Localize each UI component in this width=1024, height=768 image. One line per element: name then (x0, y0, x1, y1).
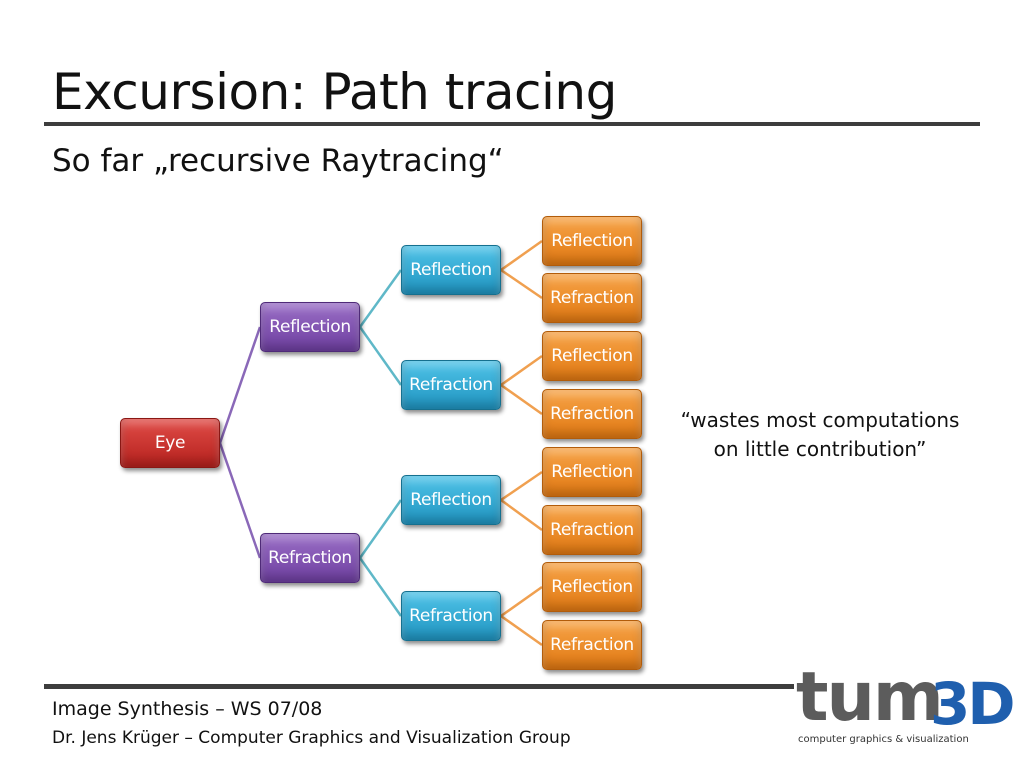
node-l3-refraction-3: Refraction (542, 505, 642, 555)
connector-eye-reflection (218, 326, 262, 444)
connector-eye-refraction (218, 442, 262, 559)
connector-l2a-l3a (500, 239, 543, 272)
connector-l2a-l3b (500, 268, 543, 300)
connector-l1a-l2a (358, 269, 403, 328)
connector-l2b-l3c (500, 354, 543, 387)
node-l2-refraction-b: Refraction (401, 591, 501, 641)
node-l3-refraction-4: Refraction (542, 620, 642, 670)
node-l3-reflection-2: Reflection (542, 331, 642, 381)
logo-word: tum (796, 658, 944, 737)
quote-line-2: on little contribution” (713, 437, 927, 461)
node-l1-refraction: Refraction (260, 533, 360, 583)
node-l1-reflection: Reflection (260, 302, 360, 352)
node-l2-refraction-a: Refraction (401, 360, 501, 410)
node-l3-reflection-4: Reflection (542, 562, 642, 612)
node-eye: Eye (120, 418, 220, 468)
node-l3-reflection-3: Reflection (542, 447, 642, 497)
quote-text: “wastes most computations on little cont… (668, 406, 972, 464)
node-l2-reflection-b: Reflection (401, 475, 501, 525)
slide-subtitle: So far „recursive Raytracing“ (52, 143, 504, 179)
node-l3-reflection-1: Reflection (542, 216, 642, 266)
connector-l2d-l3h (500, 614, 543, 647)
footer-course: Image Synthesis – WS 07/08 (52, 698, 323, 720)
node-l3-refraction-1: Refraction (542, 273, 642, 323)
quote-line-1: “wastes most computations (680, 408, 960, 432)
footer-divider (44, 684, 794, 689)
footer-author: Dr. Jens Krüger – Computer Graphics and … (52, 728, 571, 748)
logo-caption: computer graphics & visualization (798, 734, 969, 745)
connector-l1a-l2b (358, 326, 403, 386)
connector-l2c-l3f (500, 498, 543, 532)
logo-suffix: 3D (930, 670, 1015, 738)
connector-l1b-l2c (358, 499, 403, 559)
connector-l2d-l3g (500, 585, 543, 618)
node-l2-reflection-a: Reflection (401, 245, 501, 295)
connector-l1b-l2d (358, 557, 403, 617)
connector-l2c-l3e (500, 470, 543, 502)
node-l3-refraction-2: Refraction (542, 389, 642, 439)
connector-l2b-l3d (500, 383, 543, 416)
tum3d-logo: tum 3D computer graphics & visualization (792, 658, 1015, 756)
slide-title: Excursion: Path tracing (52, 63, 617, 121)
title-divider (44, 122, 980, 126)
